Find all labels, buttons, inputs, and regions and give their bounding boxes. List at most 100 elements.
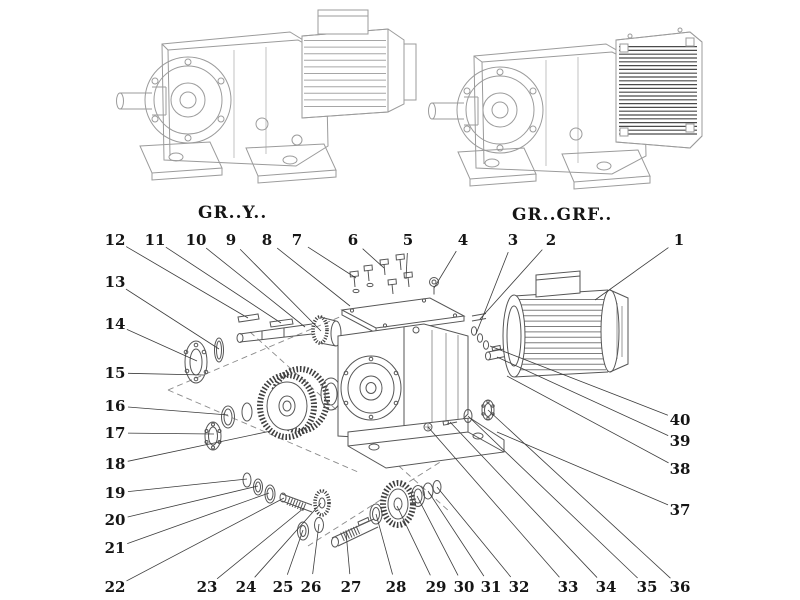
- leader-line-13: [125, 288, 220, 350]
- gear: [313, 489, 331, 517]
- part-number-6: 6: [348, 231, 358, 249]
- part-number-1: 1: [674, 231, 684, 249]
- leader-line-9: [239, 248, 322, 332]
- part-number-20: 20: [105, 511, 126, 529]
- part-number-17: 17: [105, 424, 126, 442]
- leader-line-28: [375, 513, 393, 575]
- part-number-14: 14: [105, 315, 126, 333]
- input-shaft: [487, 348, 505, 361]
- leader-line-21: [127, 492, 270, 545]
- leader-line-6: [362, 248, 385, 269]
- leader-line-34: [449, 421, 598, 578]
- variant-label-gr-grf: GR..GRF..: [512, 205, 612, 225]
- part-number-27: 27: [341, 578, 362, 596]
- fan-cowl: [609, 289, 629, 373]
- part-number-15: 15: [105, 364, 126, 382]
- leader-line-31: [427, 490, 485, 577]
- part-number-36: 36: [670, 578, 691, 596]
- leader-line-38: [506, 375, 669, 464]
- part-number-25: 25: [273, 578, 294, 596]
- leader-line-11: [165, 246, 282, 324]
- mounting-feet: [139, 141, 337, 184]
- part-number-8: 8: [262, 231, 272, 249]
- leader-line-16: [127, 406, 229, 416]
- leader-line-8: [276, 247, 351, 307]
- leader-line-35: [467, 415, 638, 579]
- part-number-26: 26: [301, 578, 322, 596]
- variant-label-gr-y: GR..Y..: [198, 203, 267, 223]
- leader-line-19: [127, 478, 248, 493]
- intermediate-parts: [242, 472, 331, 541]
- part-number-39: 39: [670, 432, 691, 450]
- washer: [463, 409, 473, 423]
- part-number-40: 40: [670, 411, 691, 429]
- gearbox-housing: [337, 297, 505, 469]
- ball-bearing: [184, 340, 208, 384]
- leader-line-39: [496, 356, 669, 436]
- part-number-5: 5: [403, 231, 413, 249]
- part-number-31: 31: [481, 578, 502, 596]
- output-shaft-assembly: [331, 480, 442, 548]
- leader-line-1: [594, 247, 669, 301]
- leader-line-23: [216, 507, 305, 580]
- housing-fasteners: [442, 399, 495, 426]
- part-number-24: 24: [236, 578, 257, 596]
- pinion-shaft: [281, 493, 313, 513]
- part-number-23: 23: [197, 578, 218, 596]
- pinion-gear: [311, 315, 329, 345]
- output-shaft: [116, 86, 167, 116]
- key: [357, 516, 370, 527]
- part-number-22: 22: [105, 578, 126, 596]
- leader-line-18: [127, 430, 272, 462]
- gear-housing: [473, 43, 647, 175]
- leader-line-5: [405, 252, 408, 280]
- part-number-38: 38: [670, 460, 691, 478]
- assembled-view-gr-grf: [428, 27, 703, 190]
- part-number-32: 32: [509, 578, 530, 596]
- part-number-12: 12: [105, 231, 126, 249]
- motor-assembly: [470, 270, 629, 378]
- leader-line-7: [307, 246, 357, 279]
- leader-line-33: [427, 426, 560, 578]
- part-number-19: 19: [105, 484, 126, 502]
- circlip: [214, 337, 224, 363]
- part-number-13: 13: [105, 273, 126, 291]
- part-number-10: 10: [186, 231, 207, 249]
- motor: [301, 9, 417, 119]
- leader-line-20: [127, 485, 259, 518]
- leader-line-30: [416, 495, 459, 576]
- output-gear: [380, 480, 416, 528]
- main-gear-assembly: [257, 366, 359, 440]
- leader-line-3: [475, 251, 509, 335]
- leader-line-17: [127, 432, 215, 435]
- leader-line-32: [436, 486, 512, 578]
- leader-line-25: [286, 529, 304, 575]
- leader-line-24: [254, 502, 322, 578]
- terminal-box: [317, 9, 369, 35]
- part-number-35: 35: [637, 578, 658, 596]
- eye-bolt: [429, 277, 439, 287]
- input-shaft-assembly: [236, 313, 342, 347]
- fan-cowl: [404, 43, 417, 101]
- part-number-7: 7: [292, 231, 302, 249]
- leader-line-36: [487, 409, 671, 579]
- part-number-37: 37: [670, 501, 691, 519]
- key: [237, 313, 260, 323]
- drain-plug: [423, 422, 433, 432]
- output-shaft: [428, 96, 479, 126]
- leader-line-2: [479, 249, 543, 320]
- bolt: [442, 420, 450, 426]
- part-number-28: 28: [386, 578, 407, 596]
- part-number-21: 21: [105, 539, 126, 557]
- part-number-18: 18: [105, 455, 126, 473]
- seal-ring: [221, 405, 235, 429]
- part-number-34: 34: [596, 578, 617, 596]
- leader-line-26: [312, 523, 320, 575]
- part-number-29: 29: [426, 578, 447, 596]
- ball-bearing: [204, 421, 222, 451]
- part-number-16: 16: [105, 397, 126, 415]
- compact-motor-block: [615, 27, 703, 149]
- part-number-9: 9: [226, 231, 236, 249]
